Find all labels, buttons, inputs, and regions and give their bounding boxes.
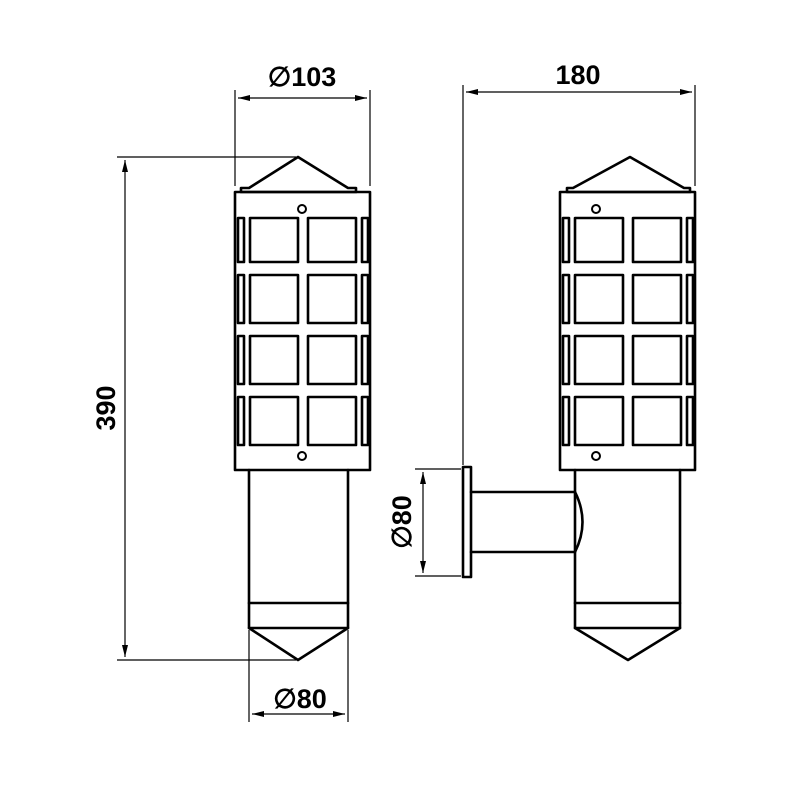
dimension-top-diameter: ∅103 [234,62,371,186]
dimension-mount-diameter: ∅80 [387,468,461,577]
front-lamp-body [233,190,372,472]
diameter-symbol: ∅ [268,62,292,92]
projection-value: 180 [555,60,600,90]
front-grid-panels [236,216,370,447]
side-screw-top [591,204,601,214]
mount-arm [469,490,584,554]
front-top-cap [239,155,358,194]
dimension-height: 390 [91,156,296,661]
side-screw-bottom [591,451,601,461]
dimension-projection: 180 [462,60,696,465]
side-grid-panels [561,216,695,447]
front-screw-top [297,204,307,214]
top-diameter-value: 103 [291,62,336,92]
side-view-lamp [461,155,697,662]
diameter-symbol: ∅ [387,525,417,549]
front-screw-bottom [297,451,307,461]
dimension-bottom-diameter: ∅80 [248,630,349,722]
svg-text:∅80: ∅80 [273,684,327,714]
side-lamp-body [558,190,697,472]
wall-mount-plate [461,465,473,579]
diameter-symbol: ∅ [273,684,297,714]
side-top-cap [565,155,692,194]
height-value: 390 [91,385,121,430]
svg-text:∅103: ∅103 [268,62,337,92]
svg-text:∅80: ∅80 [387,495,417,549]
side-lower-tube [573,468,682,662]
bottom-diameter-value: 80 [297,684,327,714]
front-view-lamp [233,155,372,662]
mount-diameter-value: 80 [387,495,417,525]
front-lower-tube [247,468,350,662]
